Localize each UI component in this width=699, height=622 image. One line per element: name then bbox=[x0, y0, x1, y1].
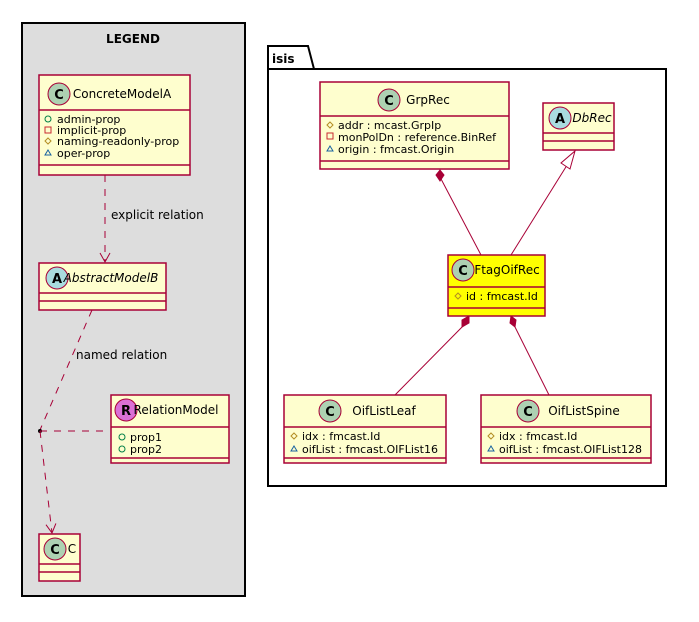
protected-icon bbox=[326, 121, 334, 129]
private-icon bbox=[44, 126, 52, 134]
protected-icon bbox=[454, 292, 462, 300]
named-relation-arrow bbox=[39, 430, 57, 535]
class-grprec[interactable]: C GrpRec addr : mcast.GrpIp monPolDn : r… bbox=[319, 81, 510, 170]
class-concrete-model-a[interactable]: C ConcreteModelA admin-prop implicit-pro… bbox=[38, 74, 191, 176]
composition-diamond-icon bbox=[509, 315, 517, 328]
abstract-badge-icon bbox=[45, 266, 69, 290]
attribute: origin : fmcast.Origin bbox=[338, 143, 454, 156]
protected-icon bbox=[44, 137, 52, 145]
composition-diamond-icon bbox=[435, 169, 445, 182]
package-icon bbox=[44, 149, 52, 156]
badge-letter: A bbox=[555, 112, 565, 127]
class-badge-icon bbox=[47, 82, 71, 106]
class-name: OifListSpine bbox=[548, 404, 620, 418]
class-name: AbstractModelB bbox=[63, 271, 159, 285]
composition-diamond-icon bbox=[461, 315, 470, 328]
legend-title: LEGEND bbox=[106, 32, 160, 46]
class-oiflistleaf[interactable]: C OifListLeaf idx : fmcast.Id oifList : … bbox=[283, 394, 447, 464]
package-name: isis bbox=[272, 52, 295, 66]
legend-panel: LEGEND C ConcreteModelA admin-prop impli… bbox=[21, 22, 246, 597]
attribute: oper-prop bbox=[57, 147, 110, 160]
class-name: FtagOifRec bbox=[474, 263, 539, 277]
class-ftagoifrec[interactable]: C FtagOifRec id : fmcast.Id bbox=[447, 254, 546, 317]
protected-icon bbox=[290, 432, 298, 440]
attribute: admin-prop bbox=[57, 113, 120, 126]
badge-letter: C bbox=[50, 543, 60, 558]
package-isis: isis C GrpRec addr : mcast.GrpIp monPolD… bbox=[267, 45, 667, 487]
inheritance-ftag-dbrec bbox=[510, 161, 570, 256]
attribute: monPolDn : reference.BinRef bbox=[338, 131, 497, 144]
explicit-relation-label: explicit relation bbox=[111, 208, 204, 222]
badge-letter: C bbox=[458, 264, 468, 279]
class-badge-icon bbox=[318, 399, 342, 423]
attribute: prop1 bbox=[130, 431, 162, 444]
inheritance-arrow-icon bbox=[560, 149, 576, 170]
class-relation-model[interactable]: R RelationModel prop1 prop2 bbox=[110, 394, 230, 464]
composition-ftag-spine bbox=[512, 322, 550, 396]
protected-icon bbox=[487, 432, 495, 440]
attribute: oifList : fmcast.OIFList16 bbox=[302, 443, 438, 456]
attribute: oifList : fmcast.OIFList128 bbox=[499, 443, 642, 456]
package-icon bbox=[290, 445, 298, 452]
package-icon bbox=[326, 145, 334, 152]
class-badge-icon bbox=[451, 258, 475, 282]
attribute: prop2 bbox=[130, 443, 162, 456]
attribute: idx : fmcast.Id bbox=[302, 430, 380, 443]
attribute: implicit-prop bbox=[57, 124, 126, 137]
badge-letter: C bbox=[54, 88, 64, 103]
public-icon bbox=[118, 433, 126, 441]
private-icon bbox=[326, 132, 334, 140]
class-name: OifListLeaf bbox=[352, 404, 416, 418]
relation-badge-icon bbox=[114, 398, 138, 422]
class-badge-icon bbox=[43, 537, 67, 561]
badge-letter: A bbox=[52, 272, 62, 287]
badge-letter: R bbox=[121, 404, 131, 419]
composition-grprec-ftag bbox=[439, 176, 482, 256]
package-icon bbox=[487, 445, 495, 452]
composition-ftag-leaf bbox=[394, 322, 467, 396]
class-c[interactable]: C C bbox=[38, 533, 81, 582]
abstract-badge-icon bbox=[548, 106, 572, 130]
class-name: ConcreteModelA bbox=[73, 87, 172, 101]
class-badge-icon bbox=[516, 399, 540, 423]
class-dbrec[interactable]: A DbRec bbox=[542, 102, 615, 151]
class-name: C bbox=[68, 542, 76, 556]
class-oiflistspine[interactable]: C OifListSpine idx : fmcast.Id oifList :… bbox=[480, 394, 652, 464]
attribute: naming-readonly-prop bbox=[57, 135, 179, 148]
class-abstract-model-b[interactable]: A AbstractModelB bbox=[38, 262, 167, 311]
badge-letter: C bbox=[325, 405, 335, 420]
attribute: id : fmcast.Id bbox=[466, 290, 538, 303]
class-name: DbRec bbox=[572, 111, 612, 125]
badge-letter: C bbox=[523, 405, 533, 420]
public-icon bbox=[118, 445, 126, 453]
named-relation-label: named relation bbox=[76, 348, 167, 362]
attribute: idx : fmcast.Id bbox=[499, 430, 577, 443]
public-icon bbox=[44, 115, 52, 123]
class-name: RelationModel bbox=[134, 403, 219, 417]
class-name: GrpRec bbox=[406, 93, 450, 107]
attribute: addr : mcast.GrpIp bbox=[338, 119, 441, 132]
class-badge-icon bbox=[377, 88, 401, 112]
badge-letter: C bbox=[384, 94, 394, 109]
